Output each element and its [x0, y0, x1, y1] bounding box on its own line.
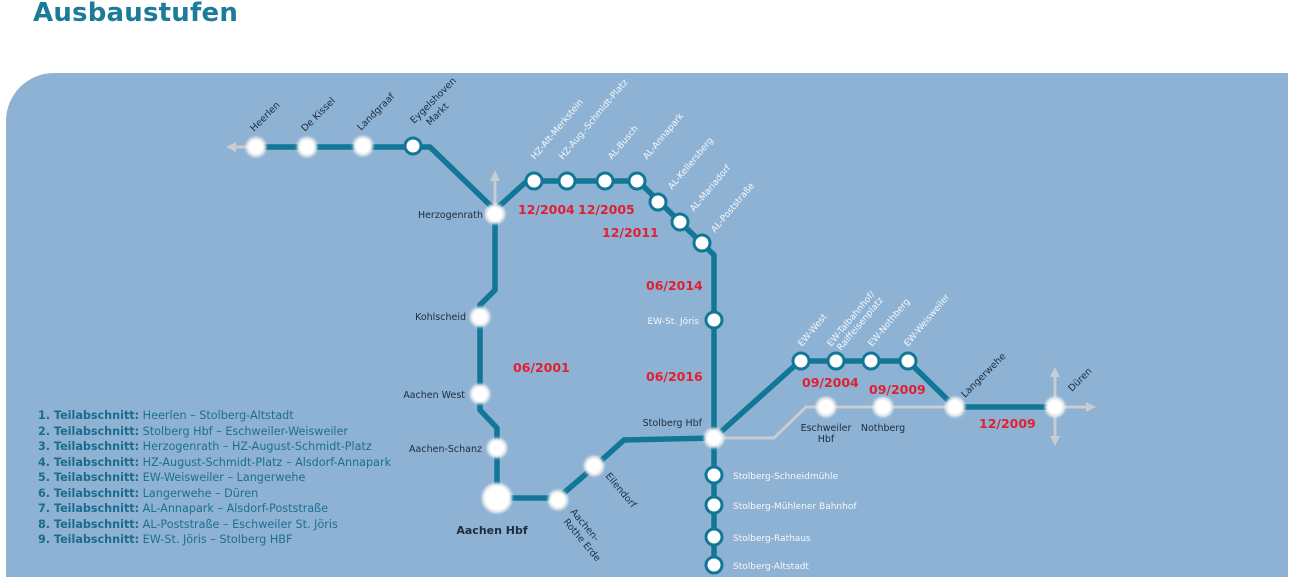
station-aachen-schanz: Aachen-Schanz	[409, 444, 482, 455]
station-markers-plain	[246, 136, 1065, 513]
date-label: 12/2004	[518, 202, 575, 217]
date-label: 12/2005	[578, 202, 635, 217]
section-legend: 1. Teilabschnitt: Heerlen – Stolberg-Alt…	[38, 408, 391, 548]
page-title: Ausbaustufen	[33, 0, 239, 28]
date-label: 06/2014	[646, 278, 703, 293]
station-heerlen: Heerlen	[248, 100, 282, 134]
station-kohlscheid: Kohlscheid	[415, 312, 466, 323]
arrow-left-icon	[226, 142, 236, 152]
legend-item: 8. Teilabschnitt: AL-Poststraße – Eschwe…	[38, 517, 338, 531]
station-stolberg-schneidmuehle: Stolberg-Schneidmühle	[733, 472, 838, 482]
legend-item: 5. Teilabschnitt: EW-Weisweiler – Langer…	[38, 471, 306, 484]
station-markers-new	[403, 136, 918, 575]
date-label: 12/2011	[602, 225, 659, 240]
station-dueren: Düren	[1066, 366, 1094, 394]
station-ew-weisweiler: EW-Weisweiler	[903, 292, 953, 349]
station-herzogenrath: Herzogenrath	[418, 210, 483, 221]
station-labels-light: HZ-Alt-Merkstein HZ-Aug.-Schmidt-Platz A…	[530, 78, 953, 572]
opening-dates: 12/2004 12/2005 12/2011 06/2014 06/2001 …	[513, 202, 1036, 431]
arrow-icons	[226, 142, 1096, 446]
station-langerwehe: Langerwehe	[959, 351, 1008, 400]
station-al-annapark: AL-Annapark	[642, 111, 687, 162]
arrow-up-icon	[1050, 367, 1060, 377]
arrow-down-icon	[1050, 436, 1060, 446]
station-hz-alt-merkstein: HZ-Alt-Merkstein	[530, 98, 586, 162]
date-label: 06/2001	[513, 360, 570, 375]
date-label: 09/2004	[802, 375, 859, 390]
station-eschweiler-hbf-1: Eschweiler	[801, 423, 852, 434]
date-label: 06/2016	[646, 369, 703, 384]
existing-rail-line	[230, 145, 1090, 440]
arrow-up-icon	[490, 170, 500, 181]
station-de-kissel: De Kissel	[299, 96, 337, 134]
station-aachen-west: Aachen West	[403, 390, 465, 401]
map-panel	[6, 73, 1288, 577]
station-nothberg: Nothberg	[861, 423, 905, 434]
date-label: 12/2009	[979, 416, 1036, 431]
station-ew-west: EW-West	[797, 312, 830, 349]
legend-item: 2. Teilabschnitt: Stolberg Hbf – Eschwei…	[38, 424, 349, 438]
station-landgraaf: Landgraaf	[355, 91, 397, 133]
arrow-right-icon	[1086, 402, 1096, 412]
legend-item: 6. Teilabschnitt: Langerwehe – Düren	[38, 486, 259, 500]
station-ew-st-joris: EW-St. Jöris	[648, 317, 700, 327]
legend-item: 1. Teilabschnitt: Heerlen – Stolberg-Alt…	[38, 409, 294, 422]
station-stolberg-hbf: Stolberg Hbf	[643, 418, 703, 429]
station-eschweiler-hbf-2: Hbf	[818, 434, 835, 445]
station-al-mariadorf: AL-Mariadorf	[689, 163, 734, 214]
legend-item: 7. Teilabschnitt: AL-Annapark – Alsdorf-…	[38, 502, 329, 515]
station-stolberg-altstadt: Stolberg-Altstadt	[733, 562, 809, 572]
station-eilendorf: Eilendorf	[603, 471, 639, 511]
station-al-busch: AL-Busch	[607, 124, 641, 162]
date-label: 09/2009	[869, 382, 926, 397]
station-stolberg-muehlener: Stolberg-Mühlener Bahnhof	[733, 502, 857, 512]
legend-item: 3. Teilabschnitt: Herzogenrath – HZ-Augu…	[38, 440, 372, 453]
station-aachen-hbf: Aachen Hbf	[456, 524, 527, 537]
legend-item: 9. Teilabschnitt: EW-St. Jöris – Stolber…	[38, 533, 293, 546]
station-stolberg-rathaus: Stolberg-Rathaus	[733, 534, 811, 544]
legend-item: 4. Teilabschnitt: HZ-August-Schmidt-Plat…	[38, 455, 392, 469]
